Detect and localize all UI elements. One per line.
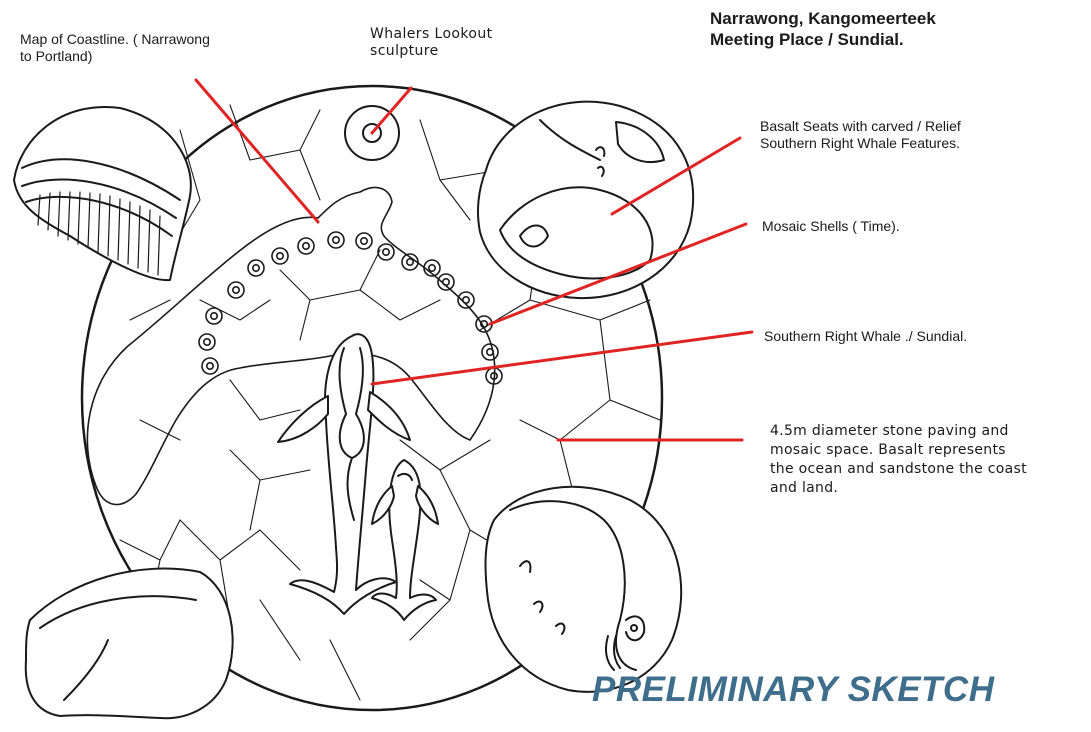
- map-label-line-1: Map of Coastline. ( Narrawong: [20, 31, 340, 48]
- title-line-1: Narrawong, Kangomeerteek: [710, 8, 1070, 29]
- mosaic-shells-label: Mosaic Shells ( Time).: [762, 218, 1042, 235]
- southern-right-whale-label: Southern Right Whale ./ Sundial.: [764, 328, 1084, 345]
- map-label-line-2: to Portland): [20, 48, 340, 65]
- whaler-label-line-2: sculpture: [370, 43, 570, 60]
- leader-whale: [372, 332, 752, 384]
- map-of-coastline-label: Map of Coastline. ( Narrawong to Portlan…: [20, 31, 340, 65]
- basalt-seat-top-right: [478, 102, 693, 298]
- whalers-lookout-label: Whalers Lookout sculpture: [370, 26, 570, 60]
- paving-label-line-1: 4.5m diameter stone paving and: [770, 422, 1082, 441]
- basalt-seat-bottom-right: [486, 487, 682, 692]
- southern-right-whale-large: [278, 334, 410, 614]
- stone-paving-label: 4.5m diameter stone paving and mosaic sp…: [770, 422, 1082, 498]
- paving-label-line-4: and land.: [770, 479, 1082, 498]
- southern-right-whale-small: [372, 460, 438, 620]
- basalt-seat-bottom-left: [26, 569, 233, 719]
- paving-label-line-2: mosaic space. Basalt represents: [770, 441, 1082, 460]
- whaler-label-line-1: Whalers Lookout: [370, 26, 570, 43]
- title-line-2: Meeting Place / Sundial.: [710, 29, 1070, 50]
- seats-label-line-1: Basalt Seats with carved / Relief: [760, 118, 1080, 135]
- page-title: Narrawong, Kangomeerteek Meeting Place /…: [710, 8, 1070, 51]
- leader-whaler: [372, 88, 411, 133]
- preliminary-sketch-stamp: PRELIMINARY SKETCH: [592, 672, 1091, 707]
- leader-map: [196, 80, 318, 222]
- seats-label-line-2: Southern Right Whale Features.: [760, 135, 1080, 152]
- basalt-seat-top-left: [14, 107, 191, 280]
- paving-label-line-3: the ocean and sandstone the coast: [770, 460, 1082, 479]
- basalt-seats-label: Basalt Seats with carved / Relief Southe…: [760, 118, 1080, 152]
